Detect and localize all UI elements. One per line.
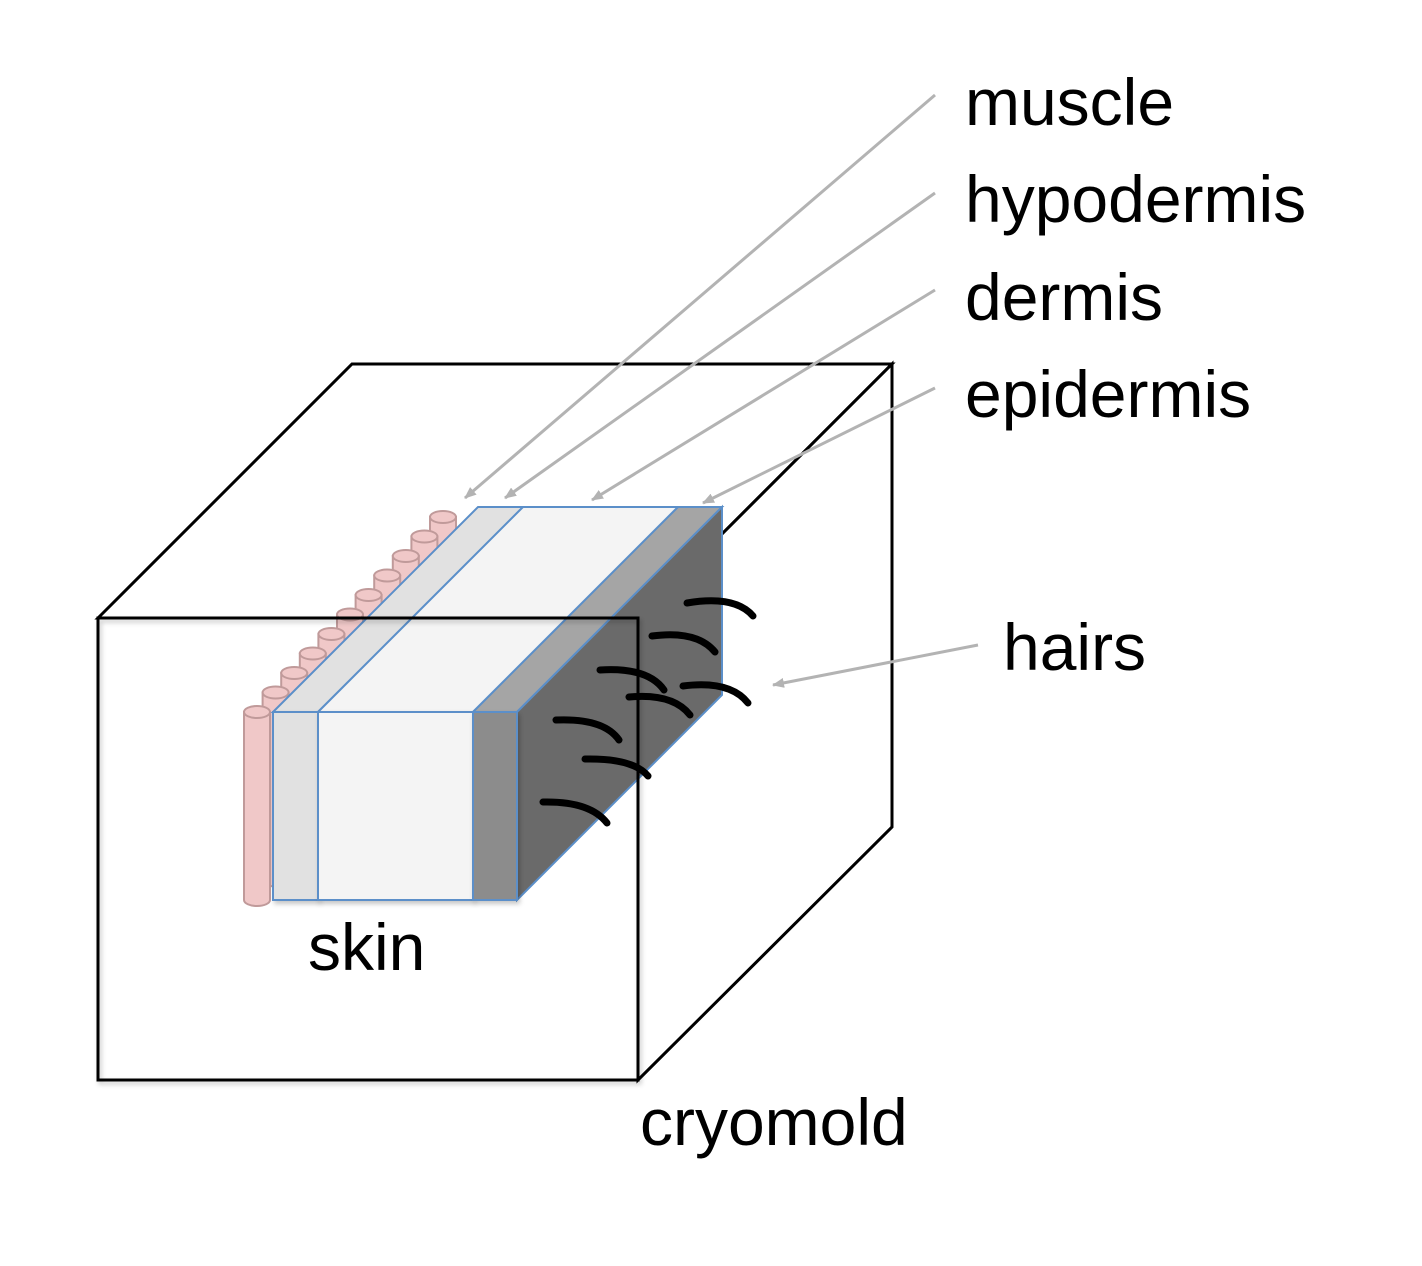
epidermis-front xyxy=(472,711,518,901)
dermis-front xyxy=(317,711,474,901)
skin-sample xyxy=(243,504,757,907)
label-dermis: dermis xyxy=(965,260,1163,334)
hypodermis-leader-arrow xyxy=(504,191,936,500)
muscle-leader-arrow xyxy=(464,93,936,500)
hairs-group xyxy=(539,597,757,827)
cryomold-front-face xyxy=(96,616,640,1082)
label-skin: skin xyxy=(308,910,425,984)
hypodermis-front xyxy=(272,711,319,901)
epidermis-leader-arrow xyxy=(702,386,936,505)
hair-5 xyxy=(679,681,752,707)
hair-8 xyxy=(539,798,611,827)
dermis-leader-arrow xyxy=(591,288,936,502)
label-epidermis: epidermis xyxy=(965,357,1251,431)
label-cryomold: cryomold xyxy=(640,1085,908,1159)
muscle-fibre xyxy=(243,705,271,907)
label-muscle: muscle xyxy=(965,65,1174,139)
leader-lines xyxy=(464,93,979,688)
hairs-leader-arrow xyxy=(772,643,979,688)
label-hairs: hairs xyxy=(1003,610,1146,684)
label-hypodermis: hypodermis xyxy=(965,162,1306,236)
hair-2 xyxy=(648,631,719,656)
hair-1 xyxy=(683,597,757,620)
hair-6 xyxy=(552,716,623,744)
hair-3 xyxy=(596,666,668,694)
hair-7 xyxy=(581,755,652,780)
